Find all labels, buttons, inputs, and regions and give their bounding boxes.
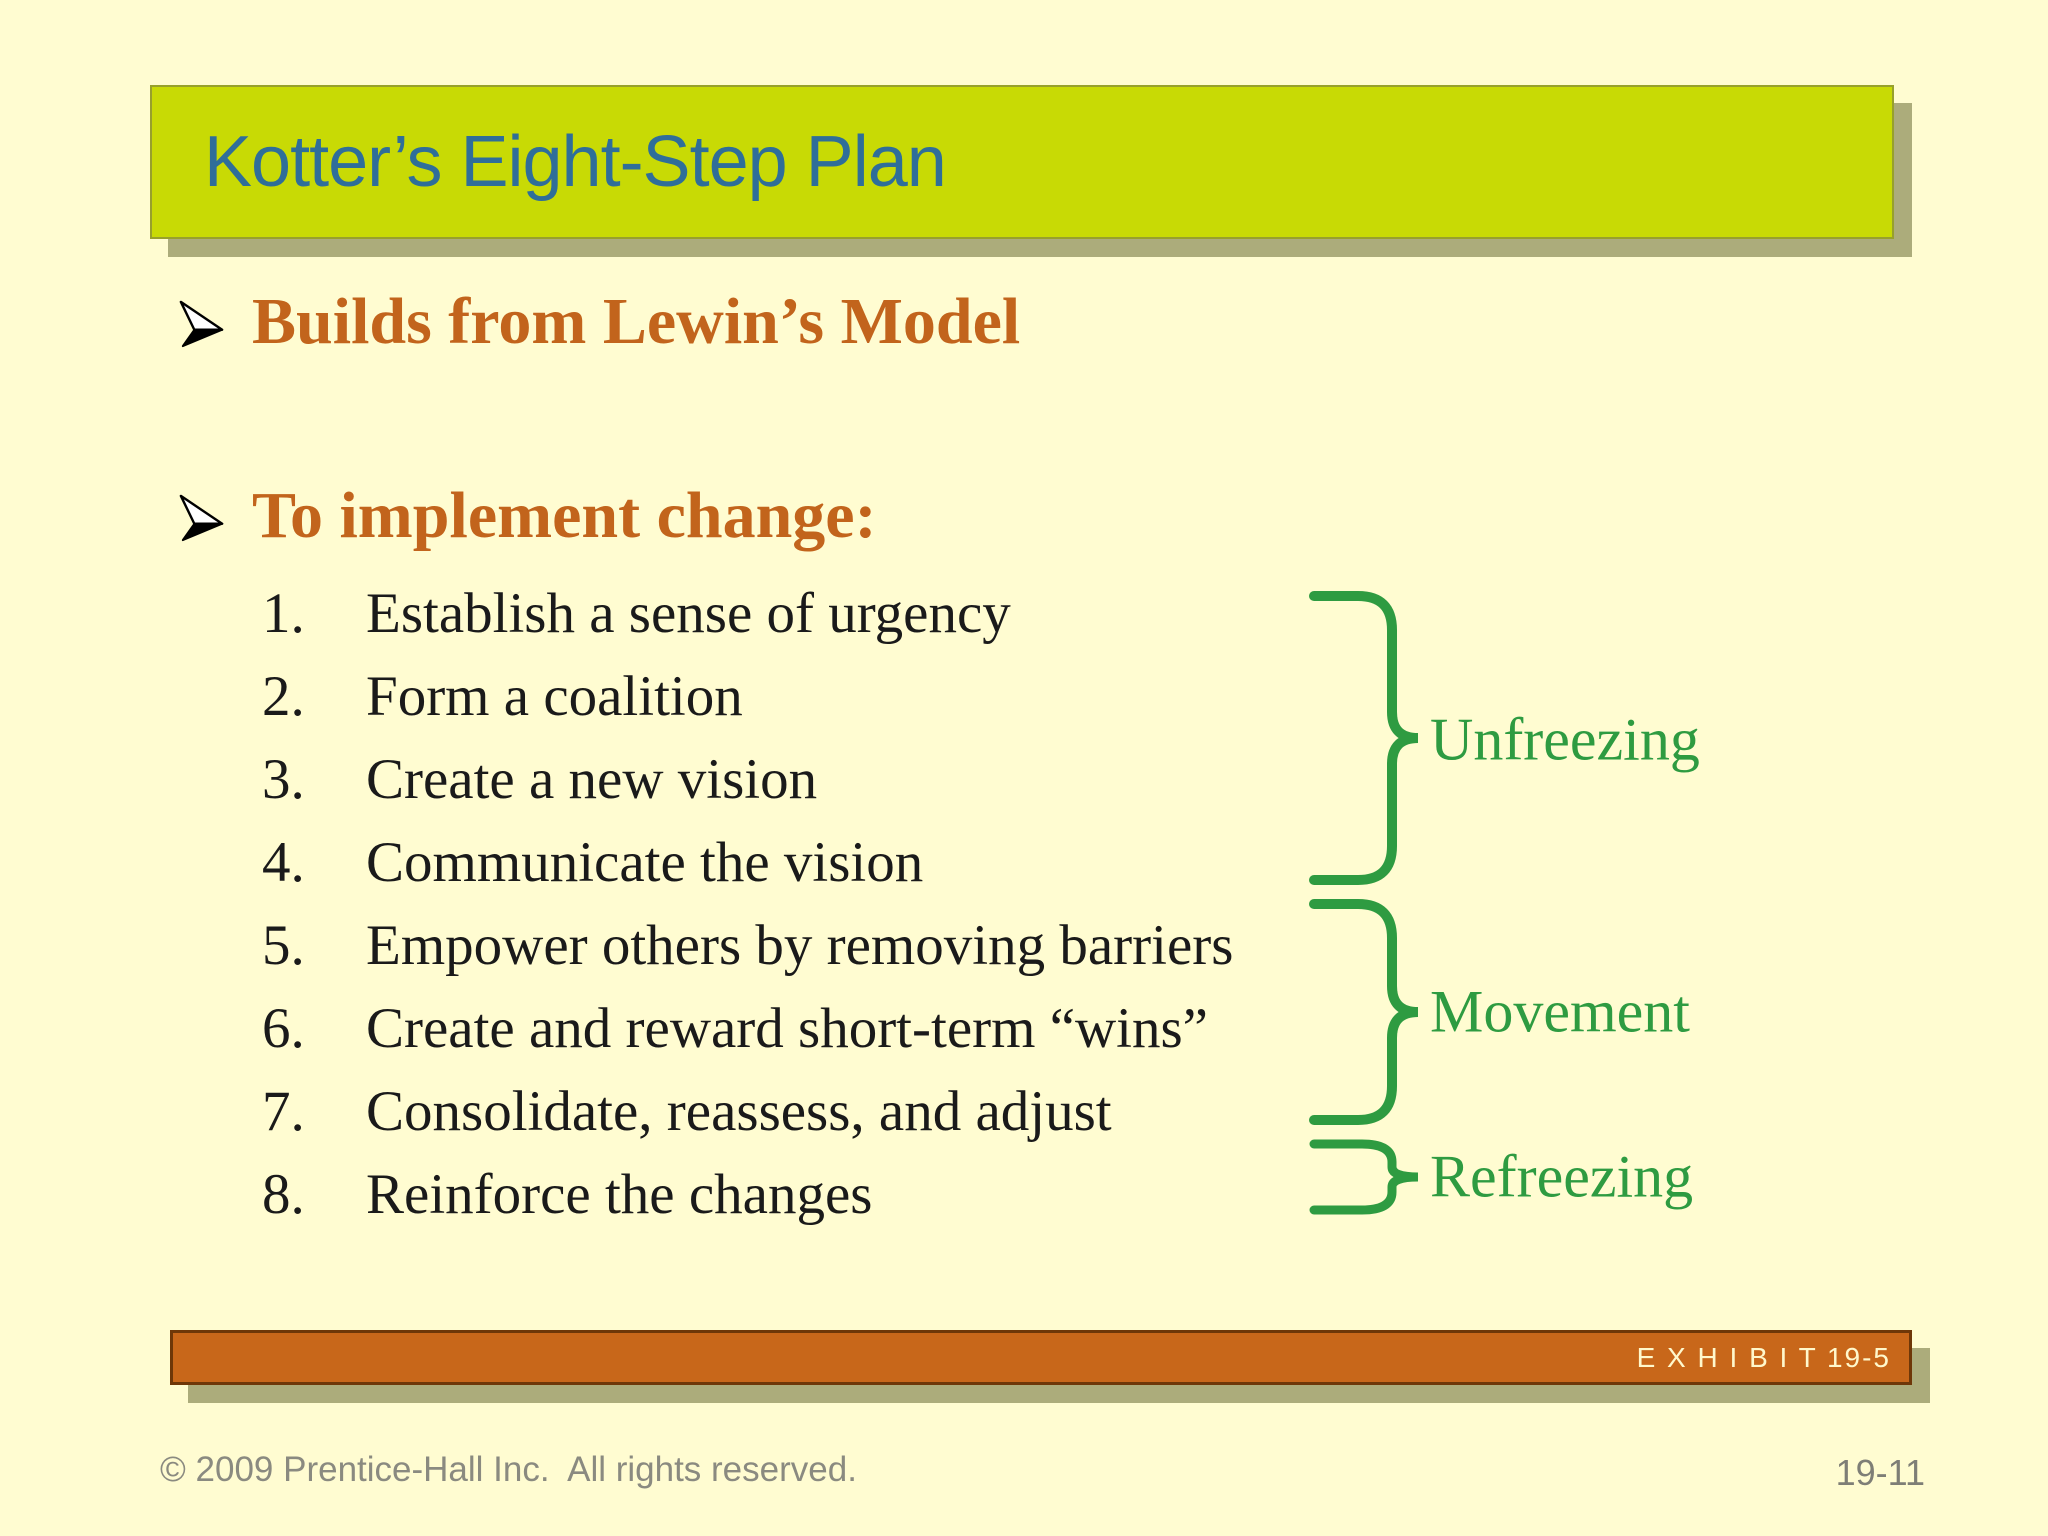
step-number: 3.	[262, 748, 305, 811]
brace-refreezing-icon	[1309, 1139, 1419, 1215]
step-text: Empower others by removing barriers	[366, 914, 1234, 977]
brace-movement-icon	[1309, 899, 1419, 1125]
steps-list: 1. Establish a sense of urgency 2. Form …	[262, 572, 1282, 1236]
step-text: Form a coalition	[366, 665, 743, 728]
step-text: Consolidate, reassess, and adjust	[366, 1080, 1112, 1143]
arrowhead-bullet-icon	[179, 300, 224, 348]
exhibit-bar: E X H I B I T 19-5	[170, 1330, 1912, 1385]
step-text: Create and reward short-term “wins”	[366, 997, 1208, 1060]
bullet-builds-from-lewins-model: Builds from Lewin’s Model	[178, 284, 1020, 360]
slide-title: Kotter’s Eight-Step Plan	[204, 122, 947, 202]
step-text: Reinforce the changes	[366, 1163, 873, 1226]
step-item-4: 4. Communicate the vision	[262, 821, 1282, 904]
bullet-label: To implement change:	[252, 479, 877, 552]
step-text: Create a new vision	[366, 748, 818, 811]
footer-copyright: © 2009 Prentice-Hall Inc. All rights res…	[160, 1450, 857, 1489]
brace-unfreezing-icon	[1309, 591, 1419, 885]
step-item-6: 6. Create and reward short-term “wins”	[262, 987, 1282, 1070]
stage-label-movement: Movement	[1430, 978, 1690, 1045]
step-number: 7.	[262, 1080, 305, 1143]
step-text: Establish a sense of urgency	[366, 582, 1011, 645]
step-item-7: 7. Consolidate, reassess, and adjust	[262, 1070, 1282, 1153]
step-number: 4.	[262, 831, 305, 894]
arrowhead-bullet-icon	[179, 494, 224, 542]
step-item-8: 8. Reinforce the changes	[262, 1153, 1282, 1236]
stage-label-refreezing: Refreezing	[1430, 1143, 1694, 1210]
step-item-2: 2. Form a coalition	[262, 655, 1282, 738]
step-text: Communicate the vision	[366, 831, 924, 894]
step-item-1: 1. Establish a sense of urgency	[262, 572, 1282, 655]
step-number: 5.	[262, 914, 305, 977]
step-number: 1.	[262, 582, 305, 645]
title-banner: Kotter’s Eight-Step Plan	[150, 85, 1894, 239]
step-number: 6.	[262, 997, 305, 1060]
exhibit-label: E X H I B I T 19-5	[1636, 1341, 1891, 1373]
footer-page-number: 19-11	[1835, 1452, 1925, 1493]
step-item-3: 3. Create a new vision	[262, 738, 1282, 821]
stage-label-unfreezing: Unfreezing	[1430, 706, 1700, 773]
step-number: 2.	[262, 665, 305, 728]
step-number: 8.	[262, 1163, 305, 1226]
bullet-to-implement-change: To implement change:	[178, 478, 877, 554]
bullet-label: Builds from Lewin’s Model	[252, 285, 1021, 358]
step-item-5: 5. Empower others by removing barriers	[262, 904, 1282, 987]
